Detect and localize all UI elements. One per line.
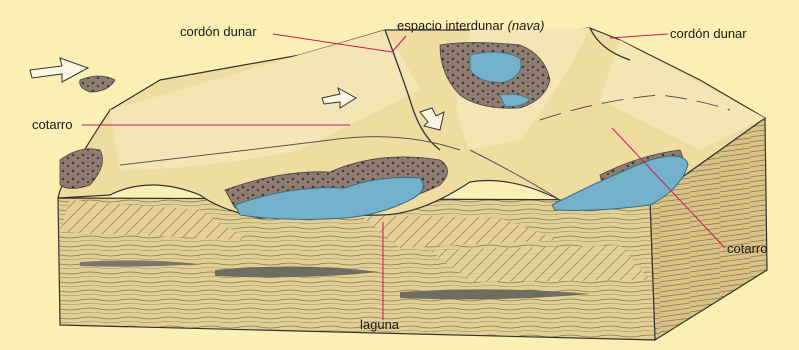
label-cotarro-left: cotarro [32, 117, 72, 132]
label-cotarro-right: cotarro [727, 241, 767, 256]
label-cordon-dunar-left: cordón dunar [180, 24, 257, 39]
label-nava-text: (nava) [508, 18, 545, 33]
label-cordon-dunar-right: cordón dunar [670, 26, 747, 41]
label-espacio-interdunar: espacio interdunar (nava) [397, 18, 544, 33]
label-laguna: laguna [360, 317, 399, 332]
label-interdunar-text: espacio interdunar [397, 18, 504, 33]
